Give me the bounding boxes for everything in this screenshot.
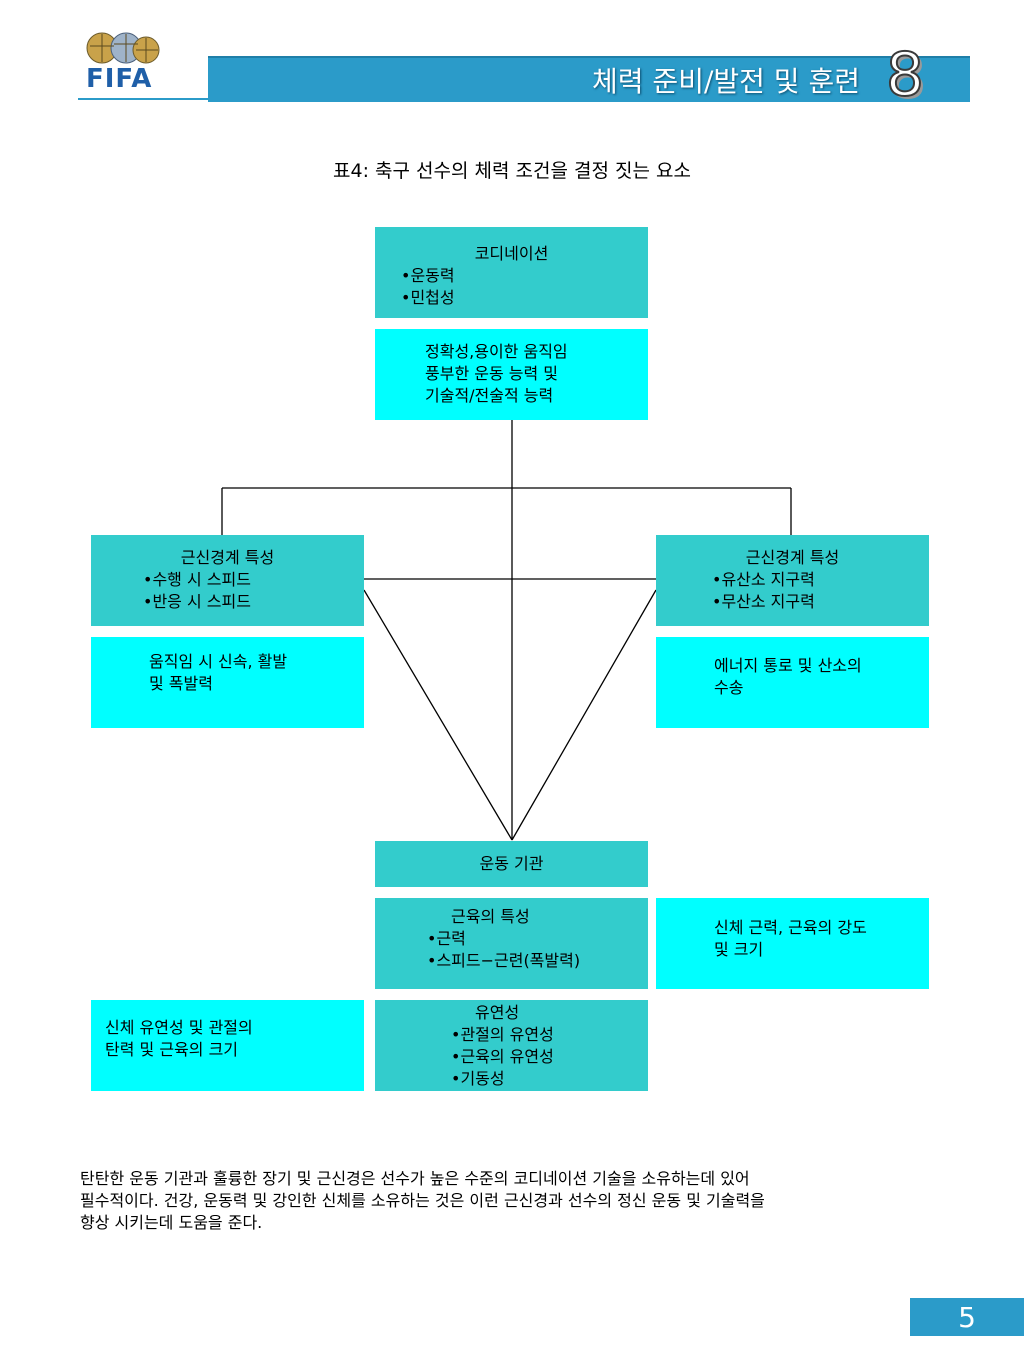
locomotor-title: 운동 기관 [479, 854, 544, 873]
muscle-result-line: 및 크기 [714, 940, 764, 959]
muscle-item: •스피드−근련(폭발력) [427, 951, 581, 970]
coordination-result-line: 기술적/전술적 능력 [425, 386, 554, 405]
flexibility-result-line: 탄력 및 근육의 크기 [105, 1040, 239, 1059]
neuromuscular-endurance-box: 근신경계 특성 •유산소 지구력 •무산소 지구력 [656, 535, 929, 626]
paragraph-line: 필수적이다. 건강, 운동력 및 강인한 신체를 소유하는 것은 이런 근신경과… [80, 1191, 765, 1210]
neuromuscular-speed-item: •반응 시 스피드 [143, 592, 251, 611]
flexibility-result-line: 신체 유연성 및 관절의 [105, 1018, 253, 1037]
muscle-result-line: 신체 근력, 근육의 강도 [714, 918, 867, 937]
logo-text: FIFA [86, 64, 153, 94]
flexibility-box: 유연성 •관절의 유연성 •근육의 유연성 •기동성 [375, 1000, 648, 1091]
muscle-title: 근육의 특성 [451, 907, 530, 926]
muscle-box: 근육의 특성 •근력 •스피드−근련(폭발력) [375, 898, 648, 989]
coordination-item: •민첩성 [401, 288, 455, 307]
fifa-logo: FIFA [76, 28, 166, 98]
neuromuscular-endurance-item: •무산소 지구력 [712, 592, 815, 611]
table-caption: 표4: 축구 선수의 체력 조건을 결정 짓는 요소 [333, 160, 691, 182]
neuromuscular-speed-title: 근신경계 특성 [180, 548, 275, 567]
neuromuscular-speed-result-line: 움직임 시 신속, 활발 [149, 652, 288, 671]
flexibility-item: •기동성 [451, 1069, 505, 1088]
neuromuscular-endurance-result-line: 에너지 통로 및 산소의 [714, 656, 862, 675]
coordination-item: •운동력 [401, 266, 455, 285]
neuromuscular-endurance-title: 근신경계 특성 [745, 548, 840, 567]
neuromuscular-endurance-result-line: 수송 [714, 678, 744, 697]
flexibility-title: 유연성 [475, 1003, 520, 1022]
coordination-result-line: 풍부한 운동 능력 및 [425, 364, 559, 383]
muscle-result-box: 신체 근력, 근육의 강도 및 크기 [656, 898, 929, 989]
coordination-title: 코디네이션 [474, 244, 549, 263]
flexibility-item: •관절의 유연성 [451, 1025, 554, 1044]
neuromuscular-speed-box: 근신경계 특성 •수행 시 스피드 •반응 시 스피드 [91, 535, 364, 626]
page-number: 5 [910, 1298, 1024, 1336]
page-title: 체력 준비/발전 및 훈련 [592, 65, 860, 98]
header-underline [78, 98, 212, 100]
neuromuscular-endurance-result-box: 에너지 통로 및 산소의 수송 [656, 637, 929, 728]
coordination-result-line: 정확성,용이한 움직임 [425, 342, 568, 361]
neuromuscular-speed-item: •수행 시 스피드 [143, 570, 251, 589]
neuromuscular-speed-result-box: 움직임 시 신속, 활발 및 폭발력 [91, 637, 364, 728]
coordination-result-box: 정확성,용이한 움직임 풍부한 운동 능력 및 기술적/전술적 능력 [375, 329, 648, 420]
flexibility-item: •근육의 유연성 [451, 1047, 554, 1066]
neuromuscular-speed-result-line: 및 폭발력 [149, 674, 213, 693]
paragraph-line: 탄탄한 운동 기관과 훌륭한 장기 및 근신경은 선수가 높은 수준의 코디네이… [80, 1169, 750, 1188]
paragraph-line: 향상 시키는데 도움을 준다. [80, 1213, 263, 1232]
muscle-item: •근력 [427, 929, 466, 948]
neuromuscular-endurance-item: •유산소 지구력 [712, 570, 815, 589]
chapter-number: 8 [885, 39, 925, 111]
body-paragraph: 탄탄한 운동 기관과 훌륭한 장기 및 근신경은 선수가 높은 수준의 코디네이… [80, 1168, 960, 1234]
flexibility-result-box: 신체 유연성 및 관절의 탄력 및 근육의 크기 [91, 1000, 364, 1091]
locomotor-box: 운동 기관 [375, 841, 648, 887]
coordination-box: 코디네이션 •운동력 •민첩성 [375, 227, 648, 318]
header-bar [208, 56, 970, 102]
